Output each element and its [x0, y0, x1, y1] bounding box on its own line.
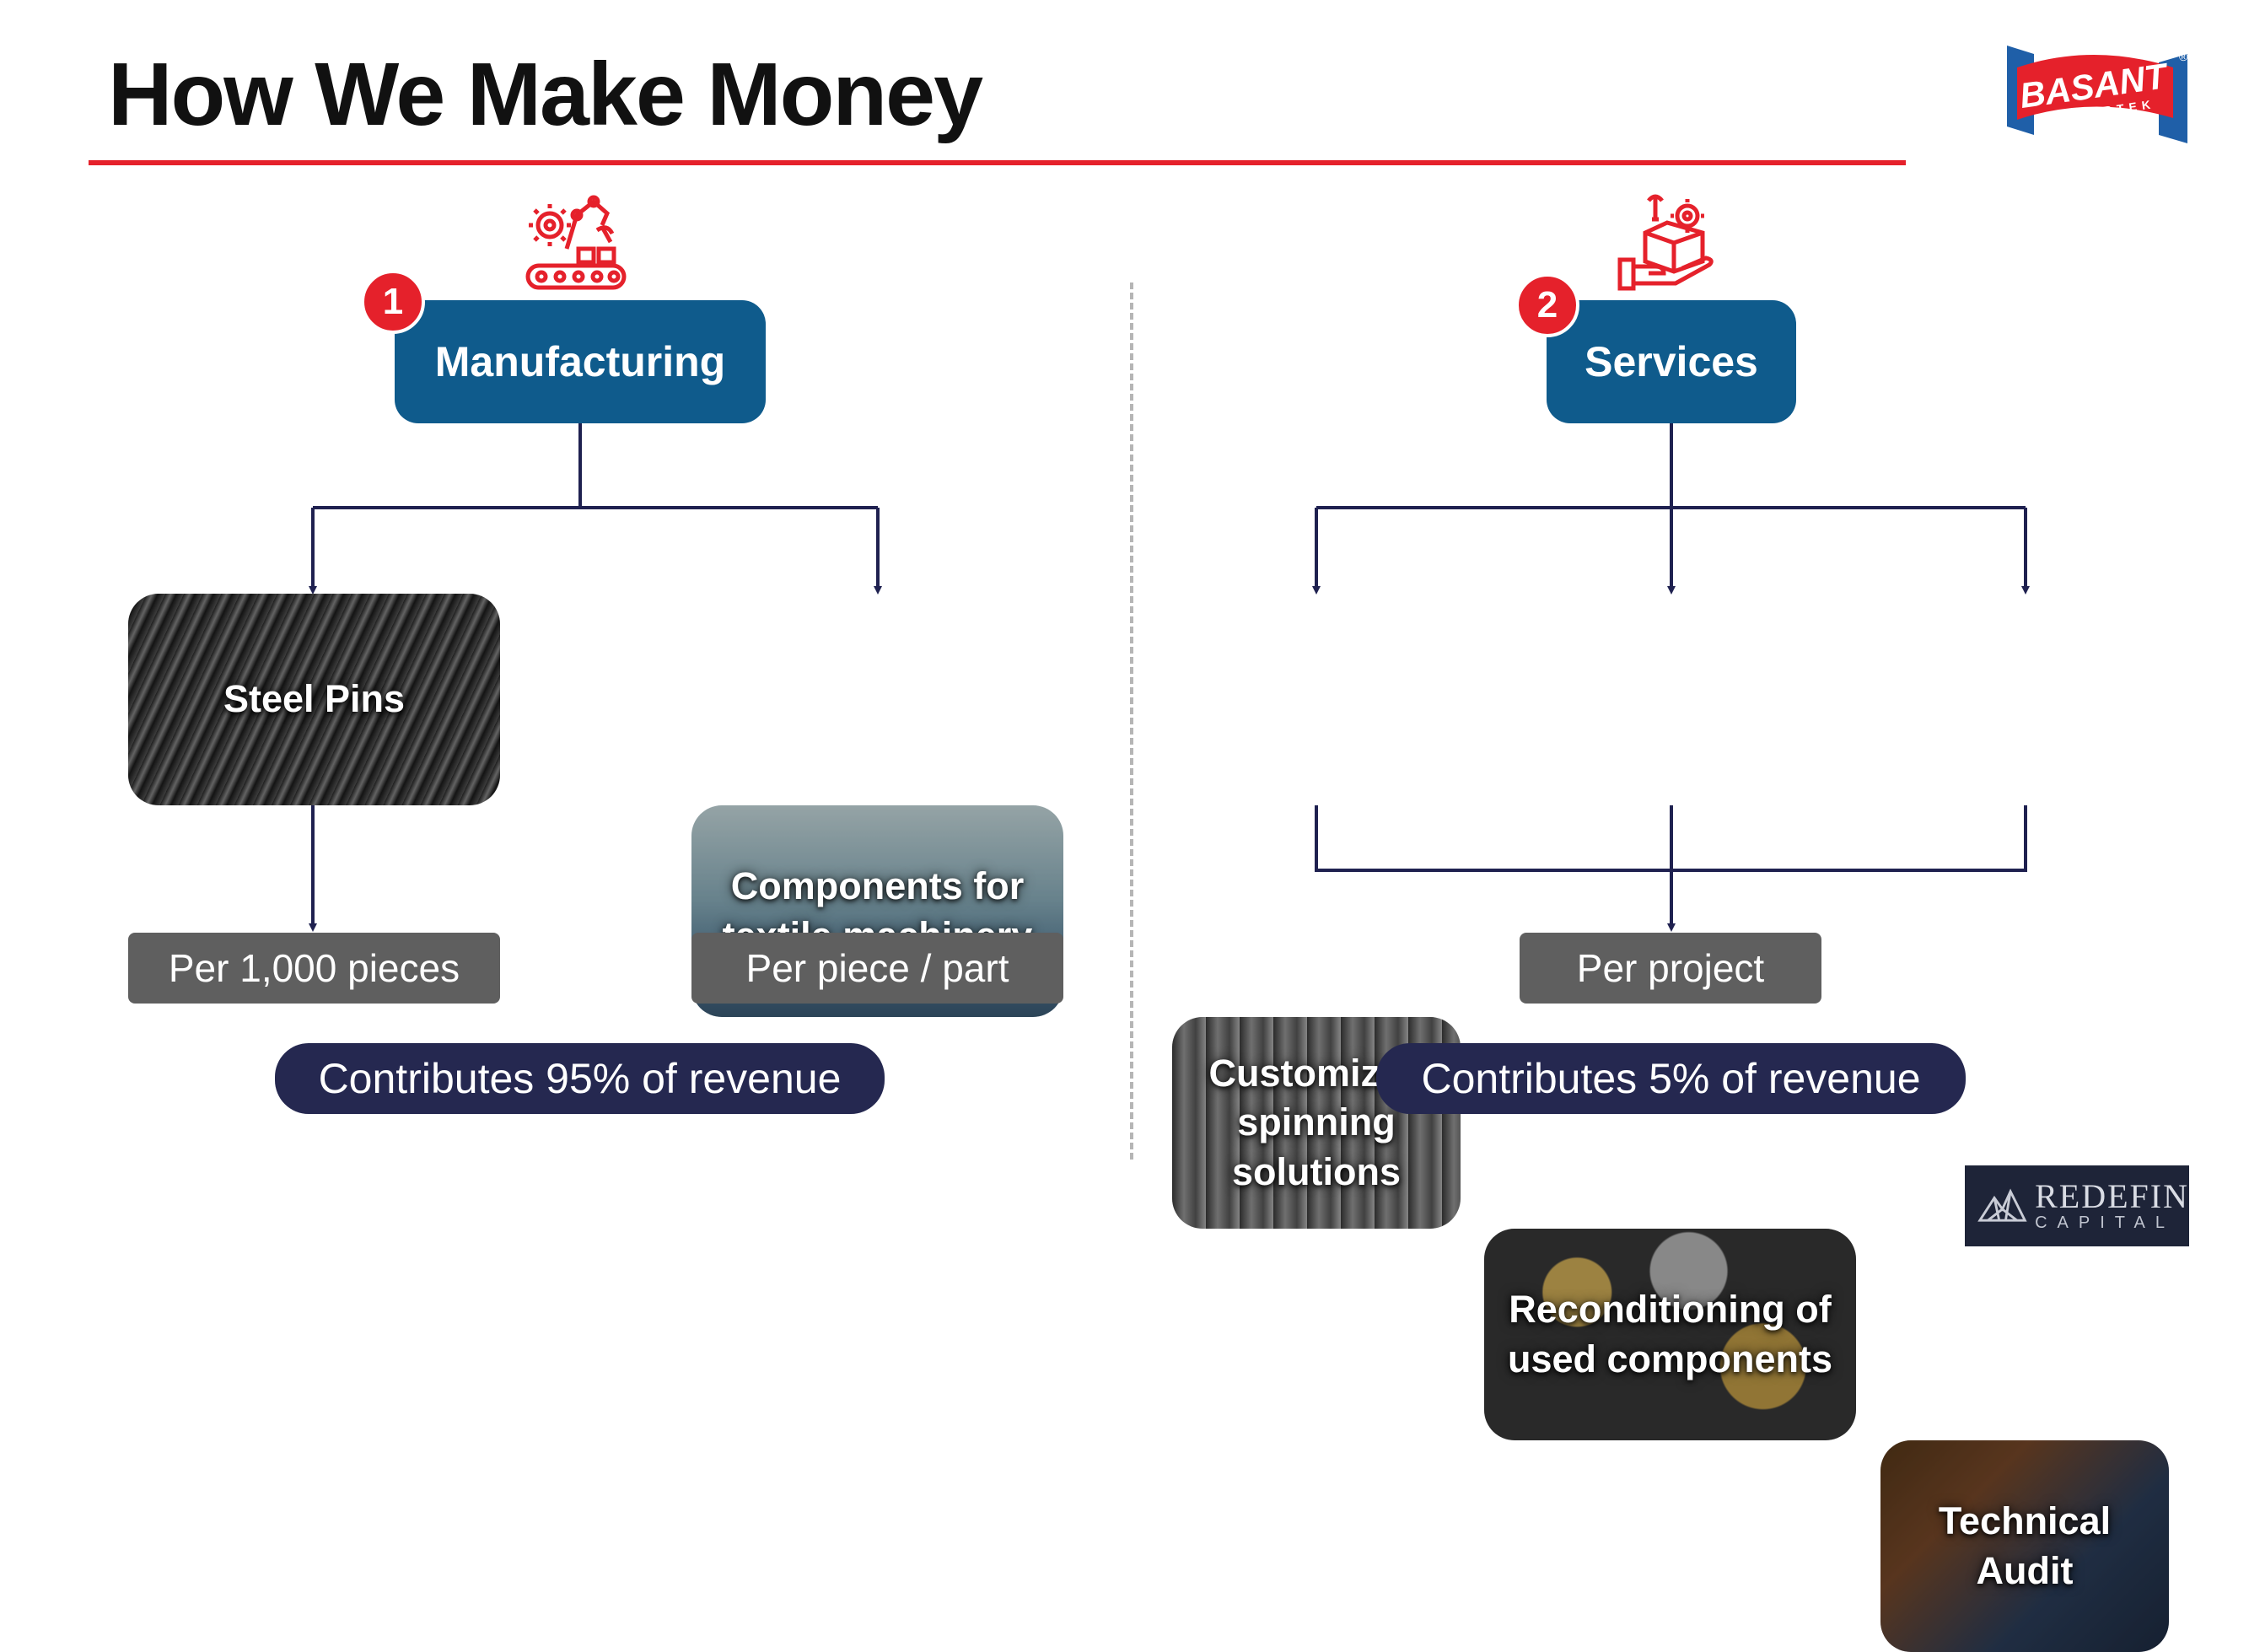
- redefin-mountain-icon: [1977, 1188, 2027, 1222]
- section-divider: [1130, 283, 1133, 1160]
- category-services: Services: [1547, 300, 1796, 423]
- hand-box-tools-icon: [1617, 194, 1714, 291]
- offering-steel-pins-label: Steel Pins: [223, 677, 406, 721]
- pricing-per-piece-label: Per piece / part: [745, 946, 1009, 990]
- redefin-name: REDEFIN: [2035, 1177, 2189, 1215]
- page-title: How We Make Money: [108, 45, 983, 144]
- number-badge-1: 1: [361, 270, 425, 334]
- category-manufacturing: Manufacturing: [395, 300, 766, 423]
- category-manufacturing-label: Manufacturing: [434, 338, 726, 385]
- revenue-share-manufacturing-label: Contributes 95% of revenue: [318, 1055, 842, 1102]
- pricing-per-project-label: Per project: [1576, 946, 1765, 990]
- revenue-share-services: Contributes 5% of revenue: [1376, 1043, 1966, 1114]
- redefin-capital-logo: REDEFIN CAPITAL: [1965, 1165, 2189, 1246]
- number-badge-2: 2: [1515, 273, 1579, 337]
- pricing-per-project: Per project: [1520, 933, 1821, 1004]
- offering-technical-audit-label: Technical Audit: [1938, 1499, 2112, 1592]
- flow-connectors: [309, 423, 2030, 932]
- offering-reconditioning-label: Reconditioning of used components: [1507, 1288, 1833, 1380]
- category-services-label: Services: [1585, 338, 1758, 385]
- factory-robot-arm-icon: [525, 195, 627, 290]
- revenue-share-manufacturing: Contributes 95% of revenue: [275, 1043, 885, 1114]
- basant-fibertek-logo: BASANT FIBERTEK ®: [2007, 46, 2188, 143]
- logo-registered-mark: ®: [2179, 50, 2188, 63]
- offering-reconditioning: Reconditioning of used components: [1484, 1229, 1856, 1440]
- title-underline: [89, 160, 1906, 165]
- offering-steel-pins: Steel Pins: [128, 594, 500, 805]
- pricing-per-1000-pieces: Per 1,000 pieces: [128, 933, 500, 1004]
- svc-branch-line: [1316, 423, 2026, 509]
- redefin-sub: CAPITAL: [2035, 1213, 2175, 1232]
- pricing-per-piece: Per piece / part: [691, 933, 1063, 1004]
- mfg-branch-line: [313, 423, 878, 509]
- pricing-per-1000-pieces-label: Per 1,000 pieces: [168, 946, 460, 990]
- offering-technical-audit: Technical Audit: [1880, 1440, 2169, 1652]
- logo-red-banner: [2017, 55, 2173, 120]
- revenue-share-services-label: Contributes 5% of revenue: [1421, 1055, 1921, 1102]
